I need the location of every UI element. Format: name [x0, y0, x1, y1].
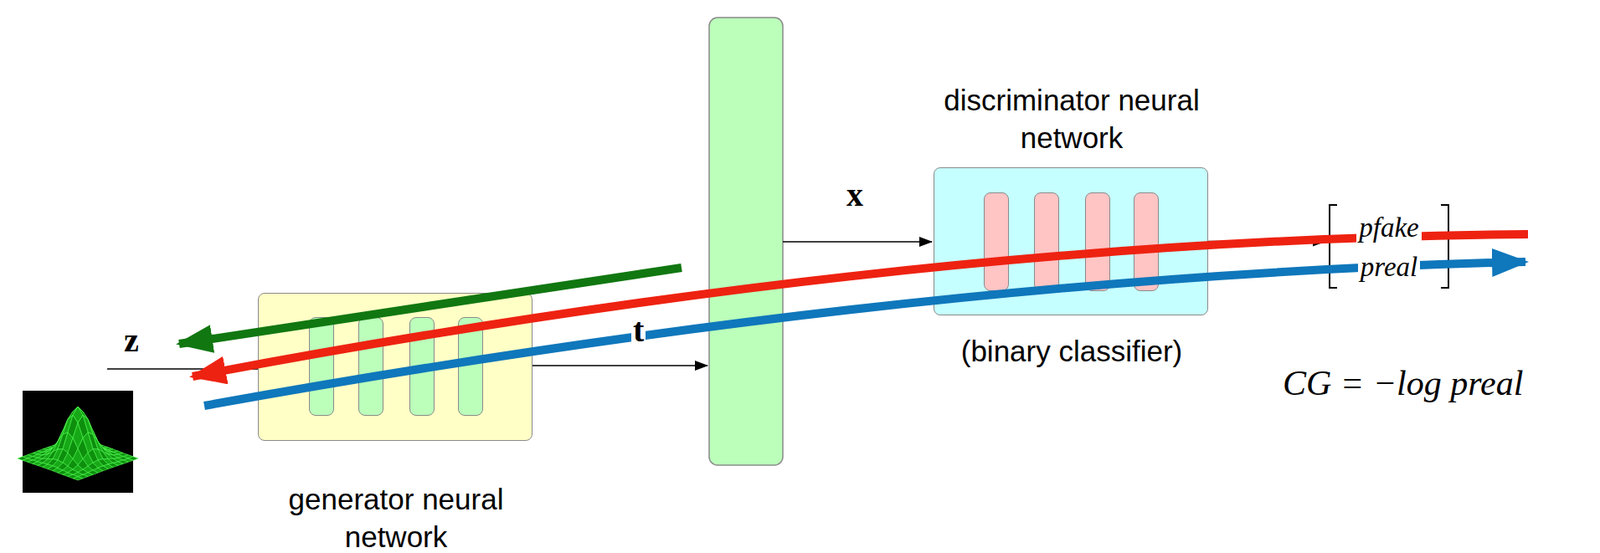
vector-bracket	[1328, 204, 1338, 289]
vector-bracket	[1440, 204, 1450, 289]
variable-label: z	[123, 321, 139, 361]
blue-flow-arrow	[204, 262, 1526, 407]
layer-bar	[358, 317, 384, 417]
node-caption: generator neural network	[257, 480, 535, 553]
probability-label: preal	[1358, 250, 1420, 284]
gaussian-image	[22, 390, 134, 494]
variable-label: t	[631, 311, 646, 350]
gaussian-mesh	[17, 406, 139, 481]
probability-label: pfake	[1356, 210, 1421, 245]
layer-bar	[983, 192, 1009, 292]
data-bar	[709, 17, 783, 466]
layer-bar	[308, 317, 335, 417]
output-arrow	[532, 365, 708, 367]
node-caption: (binary classifier)	[904, 332, 1240, 371]
layer-bar	[1085, 192, 1111, 292]
layer-bar	[1133, 192, 1159, 292]
node-heading: discriminator neural network	[904, 81, 1240, 157]
mesh-cell	[72, 477, 83, 481]
output-vector: pfake preal	[1328, 204, 1450, 289]
input-arrow	[782, 241, 932, 243]
cost-formula: CG = −log preal	[1282, 363, 1523, 404]
layer-bar	[1034, 192, 1060, 292]
variable-label: x	[846, 175, 864, 215]
